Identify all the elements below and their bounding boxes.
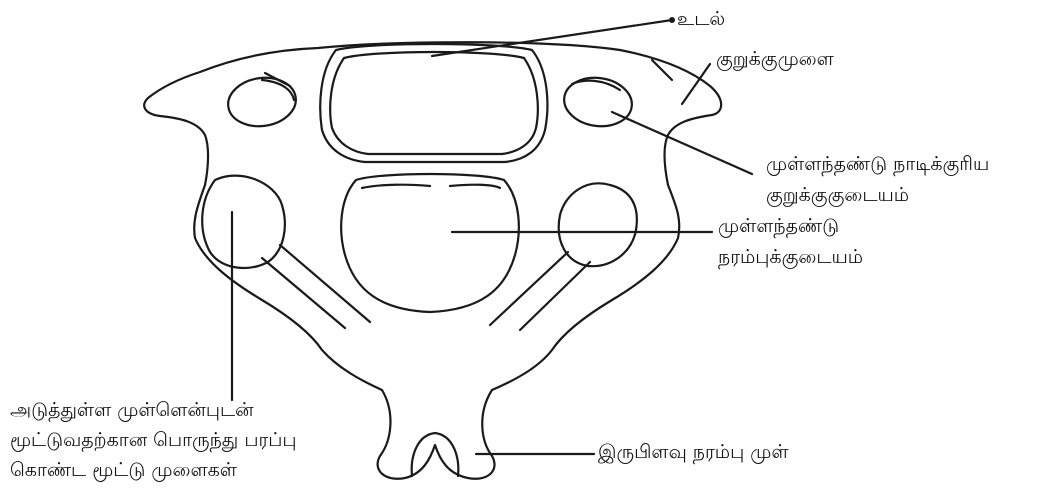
label-articular-processes-line-1: அடுத்துள்ள முள்ளென்புடன் (10, 396, 254, 424)
left-transverse-foramen (225, 74, 299, 131)
label-bifid-spinous-process: இருபிளவு நரம்பு முள் (598, 438, 789, 466)
vertebral-foramen (341, 174, 519, 312)
left-lamina-line (262, 258, 345, 328)
label-articular-processes-line-2: மூட்டுவதற்கான பொருந்து பரப்பு (10, 426, 297, 454)
label-vertebral-foramen-line-2: நரம்புக்குடையம் (718, 243, 863, 271)
leader-transverse-foramen (612, 112, 752, 174)
right-lamina-line-2 (490, 252, 568, 325)
label-transverse-foramen-line-2: குறுக்குகுடையம் (766, 181, 909, 209)
label-transverse-foramen-line-1: முள்ளந்தண்டு நாடிக்குரிய (766, 150, 989, 178)
label-articular-processes-line-3: கொண்ட மூட்டு முளைகள் (10, 456, 237, 484)
vertebral-foramen-inner (362, 185, 500, 188)
right-articular-process (559, 183, 637, 266)
leader-body-dot (669, 17, 675, 23)
vertebral-body-inner (330, 52, 538, 154)
left-foramen-highlight (262, 80, 294, 100)
vertebral-body-outer (320, 44, 547, 162)
label-transverse-process: குறுக்குமுளை (716, 45, 834, 73)
label-vertebral-foramen-line-1: முள்ளந்தண்டு (718, 212, 839, 240)
left-articular-process (202, 176, 285, 268)
leader-body (432, 20, 672, 56)
label-body: உடல் (677, 5, 725, 33)
right-lamina-line (520, 262, 590, 330)
